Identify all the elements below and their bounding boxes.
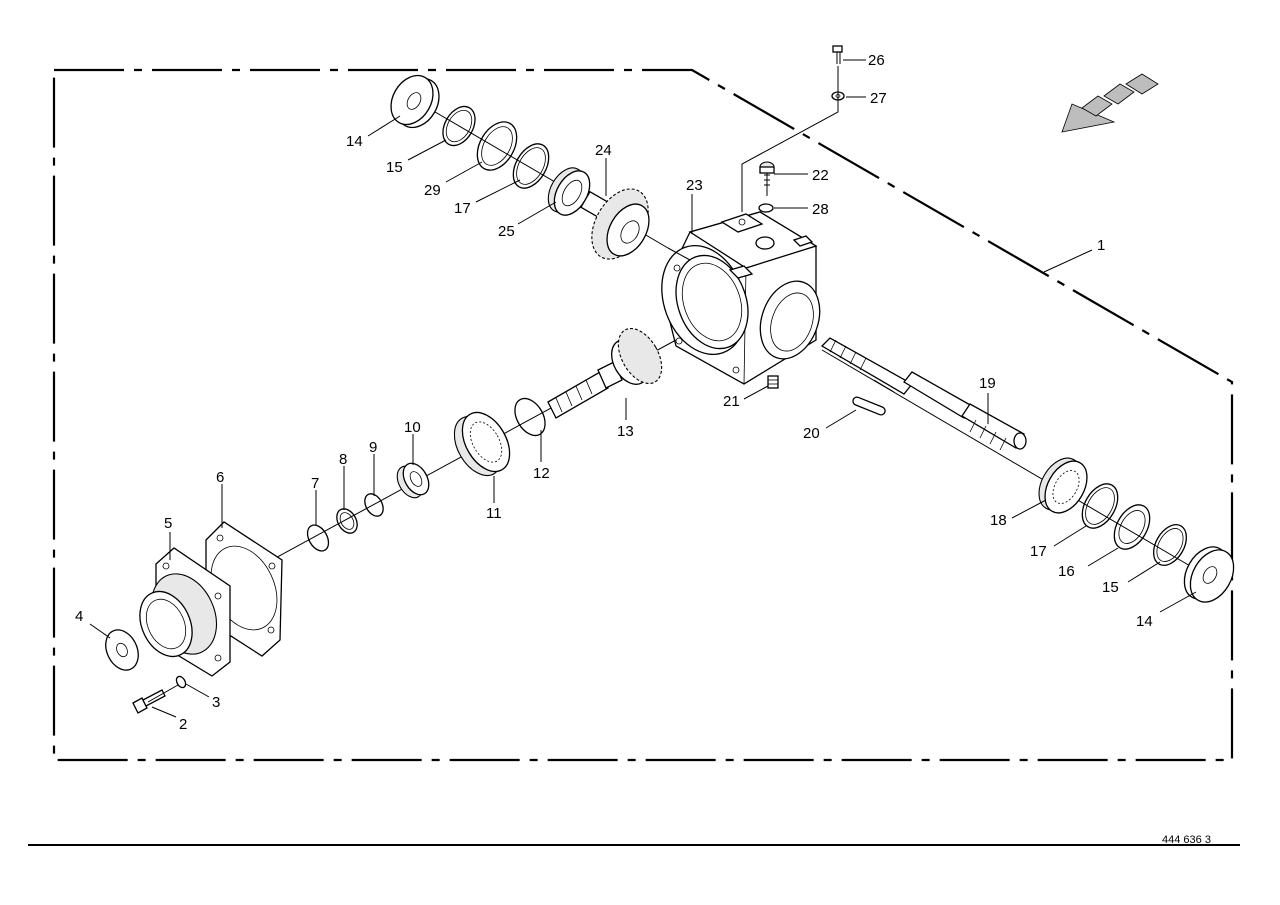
callout-10: 10	[404, 419, 421, 436]
callout-2: 2	[179, 716, 187, 733]
callout-13: 13	[617, 423, 634, 440]
assembly-boundary	[52, 68, 1234, 762]
callout-14-right: 14	[1136, 613, 1153, 630]
leader-lines	[89, 59, 1197, 718]
breather-plug-22	[759, 161, 775, 196]
bearing-25	[547, 167, 591, 216]
callout-22: 22	[812, 167, 829, 184]
callout-8: 8	[339, 451, 347, 468]
circlip-7	[306, 524, 330, 552]
shim-17-right	[1081, 483, 1119, 529]
callout-15-top: 15	[386, 159, 403, 176]
output-shaft-19	[820, 337, 1027, 451]
circlip-9	[364, 493, 384, 517]
washer-3	[175, 675, 187, 689]
callout-labels: 1 2 3 4 5 6 7 8 9 10 11 12 13 14 14 15 1…	[75, 52, 1153, 733]
document-number: 444 636 3	[1162, 834, 1211, 846]
bearing-10	[396, 462, 430, 499]
callout-23: 23	[686, 177, 703, 194]
callout-17-right: 17	[1030, 543, 1047, 560]
callout-24: 24	[595, 142, 612, 159]
bolt-2	[132, 689, 166, 714]
callout-14-top: 14	[346, 133, 363, 150]
callout-29: 29	[424, 182, 441, 199]
callout-15-right: 15	[1102, 579, 1119, 596]
callout-1: 1	[1097, 237, 1105, 254]
circlip-top	[442, 105, 476, 147]
callout-27: 27	[870, 90, 887, 107]
callout-18: 18	[990, 512, 1007, 529]
bearing-18	[1038, 457, 1088, 514]
seal-cap-right	[1183, 546, 1235, 603]
screw-26-assembly-path	[741, 66, 839, 212]
callout-7: 7	[311, 475, 319, 492]
washer-8	[336, 508, 358, 534]
axis-to-housing	[667, 247, 691, 261]
callout-12: 12	[533, 465, 550, 482]
bearing-11	[453, 411, 511, 477]
callout-16: 16	[1058, 563, 1075, 580]
callout-6: 6	[216, 469, 224, 486]
flange-housing-5	[139, 547, 231, 677]
shim-12	[514, 397, 546, 437]
circlip-right	[1152, 524, 1188, 566]
callout-4: 4	[75, 608, 83, 625]
seal-cap-top	[390, 74, 440, 129]
sealing-ring-28	[758, 203, 774, 213]
callout-25: 25	[498, 223, 515, 240]
direction-arrow-icon	[1061, 73, 1159, 133]
screw-26	[832, 45, 843, 64]
callout-26: 26	[868, 52, 885, 69]
shim-17-top	[512, 143, 550, 189]
callout-3: 3	[212, 694, 220, 711]
callout-11: 11	[486, 505, 502, 522]
callout-19: 19	[979, 375, 996, 392]
drain-plug-21	[767, 375, 779, 389]
callout-28: 28	[812, 201, 829, 218]
callout-17-top: 17	[454, 200, 471, 217]
pinion-shaft-13	[547, 327, 663, 419]
bevel-gear-24	[580, 188, 650, 260]
cap-4	[105, 629, 139, 671]
shim-16	[1113, 504, 1151, 550]
callout-21: 21	[723, 393, 740, 410]
callout-5: 5	[164, 515, 172, 532]
callout-20: 20	[803, 425, 820, 442]
gearbox-housing-23	[661, 211, 821, 385]
key-20	[852, 396, 886, 416]
callout-9: 9	[369, 439, 377, 456]
shim-29	[476, 121, 518, 171]
bolt-axis	[147, 684, 179, 703]
